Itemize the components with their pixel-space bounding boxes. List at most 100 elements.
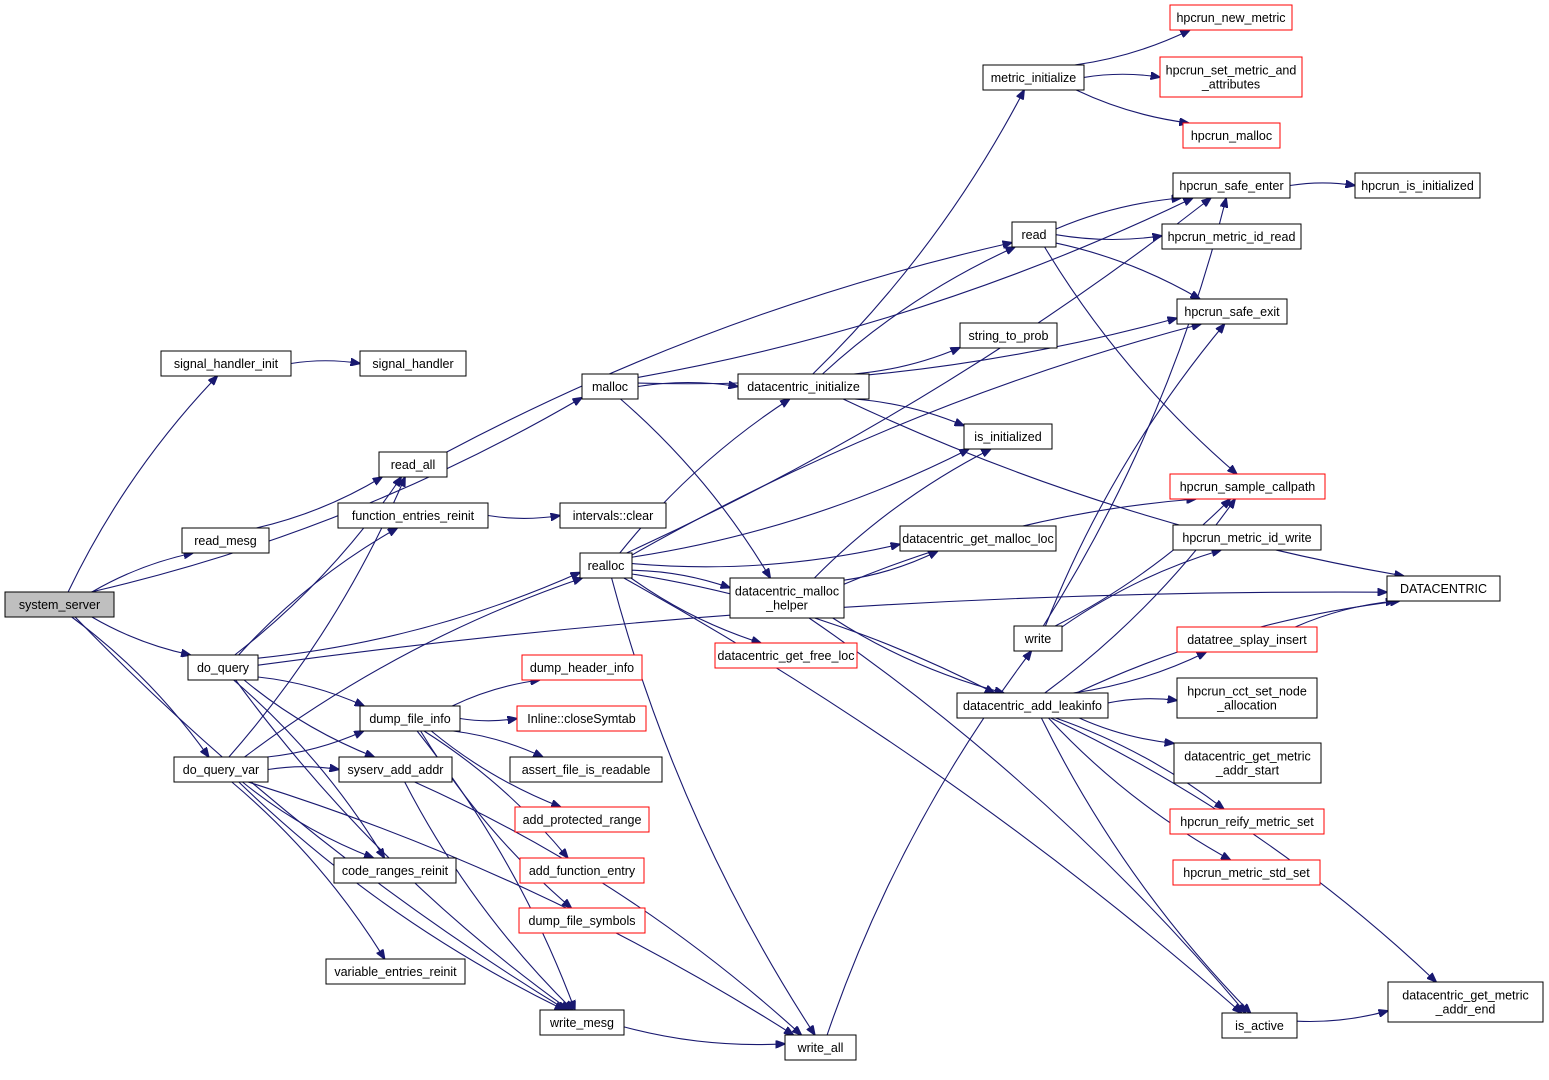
node-label: write_all [797,1041,844,1055]
node-datacentric-add-leakinfo[interactable]: datacentric_add_leakinfo [956,692,1109,719]
node-add-function-entry[interactable]: add_function_entry [519,857,645,884]
node-variable-entries-reinit[interactable]: variable_entries_reinit [325,958,466,985]
edge-read-mesg-to-read-all [256,477,382,529]
node-metric-initialize[interactable]: metric_initialize [982,64,1085,91]
node-label: _addr_start [1215,764,1280,778]
node-datacentric-initialize[interactable]: datacentric_initialize [737,373,870,400]
node-is-active[interactable]: is_active [1221,1012,1298,1039]
node-box [959,322,1058,349]
node-box [1161,223,1302,250]
edge-datacentric-add-leakinfo-to-is-active [1040,717,1250,1013]
node-hpcrun-metric-id-write[interactable]: hpcrun_metric_id_write [1172,524,1322,551]
node-label: syserv_add_addr [348,763,444,777]
edge-do-query-var-to-code-ranges-reinit [242,781,374,858]
node-box [187,654,259,681]
node-code-ranges-reinit[interactable]: code_ranges_reinit [333,857,457,884]
node-hpcrun-safe-exit[interactable]: hpcrun_safe_exit [1176,298,1288,325]
node-do-query-var[interactable]: do_query_var [173,756,269,783]
node-box [1169,808,1325,835]
node-hpcrun-cct-set-node-allocation[interactable]: hpcrun_cct_set_node_allocation [1176,677,1318,719]
node-label: datacentric_get_free_loc [718,649,855,663]
node-inline-closesymtab[interactable]: Inline::closeSymtab [516,705,647,732]
node-box [521,654,643,681]
edge-system-server-to-read-mesg [91,553,193,593]
node-signal-handler[interactable]: signal_handler [359,350,467,377]
node-datacentric-get-free-loc[interactable]: datacentric_get_free_loc [714,642,858,669]
node-label: intervals::clear [573,509,654,523]
edge-do-query-var-to-variable-entries-reinit [231,781,385,959]
node-datacentric-get-metric-addr-end[interactable]: datacentric_get_metric_addr_end [1387,981,1544,1023]
node-function-entries-reinit[interactable]: function_entries_reinit [337,502,489,529]
edge-datatree-splay-insert-to-datacentric [1294,601,1395,628]
node-write-mesg[interactable]: write_mesg [539,1009,625,1036]
node-box [982,64,1085,91]
node-realloc[interactable]: realloc [579,552,633,579]
edge-datacentric-initialize-to-read [822,247,1016,375]
node-signal-handler-init[interactable]: signal_handler_init [160,350,292,377]
node-box [581,373,639,400]
node-hpcrun-sample-callpath[interactable]: hpcrun_sample_callpath [1169,473,1326,500]
edge-system-server-to-malloc [90,398,582,593]
node-hpcrun-reify-metric-set[interactable]: hpcrun_reify_metric_set [1169,808,1325,835]
node-read-all[interactable]: read_all [378,451,448,478]
node-box [579,552,633,579]
node-box [338,756,453,783]
node-box [181,527,270,554]
node-box [729,577,845,619]
node-do-query[interactable]: do_query [187,654,259,681]
edge-dump-file-info-to-add-function-entry [423,730,568,858]
edge-metric-initialize-to-hpcrun-new-metric [1074,30,1190,66]
node-syserv-add-addr[interactable]: syserv_add_addr [338,756,453,783]
node-datacentric-get-malloc-loc[interactable]: datacentric_get_malloc_loc [899,525,1057,552]
node-box [1176,677,1318,719]
node-label: _allocation [1216,699,1277,713]
node-label: hpcrun_new_metric [1176,11,1285,25]
node-hpcrun-malloc[interactable]: hpcrun_malloc [1182,122,1281,149]
node-datacentric-get-metric-addr-start[interactable]: datacentric_get_metric_addr_start [1173,742,1322,784]
node-hpcrun-set-metric-and-attributes[interactable]: hpcrun_set_metric_and_attributes [1159,56,1303,98]
edge-datacentric-add-leakinfo-to-hpcrun-reify-metric-set [1055,717,1224,809]
node-write-all[interactable]: write_all [784,1034,857,1061]
node-box [509,756,663,783]
node-datacentric-malloc-helper[interactable]: datacentric_malloc_helper [729,577,845,619]
node-box [4,591,115,618]
node-box [956,692,1109,719]
node-malloc[interactable]: malloc [581,373,639,400]
node-read-mesg[interactable]: read_mesg [181,527,270,554]
node-assert-file-is-readable[interactable]: assert_file_is_readable [509,756,663,783]
node-hpcrun-metric-id-read[interactable]: hpcrun_metric_id_read [1161,223,1302,250]
edge-do-query-to-syserv-add-addr [243,679,374,757]
node-string-to-prob[interactable]: string_to_prob [959,322,1058,349]
node-system-server[interactable]: system_server [4,591,115,618]
node-label: datacentric_add_leakinfo [963,699,1102,713]
edge-syserv-add-addr-to-write-all [414,781,802,1035]
edge-realloc-to-datacentric-get-malloc-loc [631,544,900,568]
node-intervals-clear[interactable]: intervals::clear [559,502,667,529]
node-hpcrun-metric-std-set[interactable]: hpcrun_metric_std_set [1172,859,1321,886]
node-dump-header-info[interactable]: dump_header_info [521,654,643,681]
node-read[interactable]: read [1011,221,1057,248]
edge-do-query-var-to-dump-file-info [267,731,363,758]
node-hpcrun-safe-enter[interactable]: hpcrun_safe_enter [1172,172,1291,199]
node-write[interactable]: write [1013,625,1063,652]
edge-write-mesg-to-write-all [623,1026,785,1045]
node-dump-file-symbols[interactable]: dump_file_symbols [518,907,646,934]
node-dump-file-info[interactable]: dump_file_info [359,705,461,732]
node-label: variable_entries_reinit [334,965,457,979]
node-label: signal_handler_init [174,357,279,371]
edge-write-to-hpcrun-safe-exit [1044,324,1224,627]
node-label: hpcrun_safe_exit [1184,305,1280,319]
edge-malloc-to-datacentric-initialize [637,383,738,387]
edge-do-query-var-to-write-mesg [238,781,564,1010]
node-datatree-splay-insert[interactable]: datatree_splay_insert [1176,626,1318,653]
node-hpcrun-is-initialized[interactable]: hpcrun_is_initialized [1354,172,1481,199]
node-box [333,857,457,884]
node-is-initialized[interactable]: is_initialized [963,423,1053,450]
node-hpcrun-new-metric[interactable]: hpcrun_new_metric [1169,4,1293,31]
node-label: datacentric_get_metric [1184,750,1310,764]
node-datacentric[interactable]: DATACENTRIC [1386,575,1501,602]
node-box [359,350,467,377]
node-label: add_protected_range [523,813,642,827]
node-add-protected-range[interactable]: add_protected_range [514,806,650,833]
